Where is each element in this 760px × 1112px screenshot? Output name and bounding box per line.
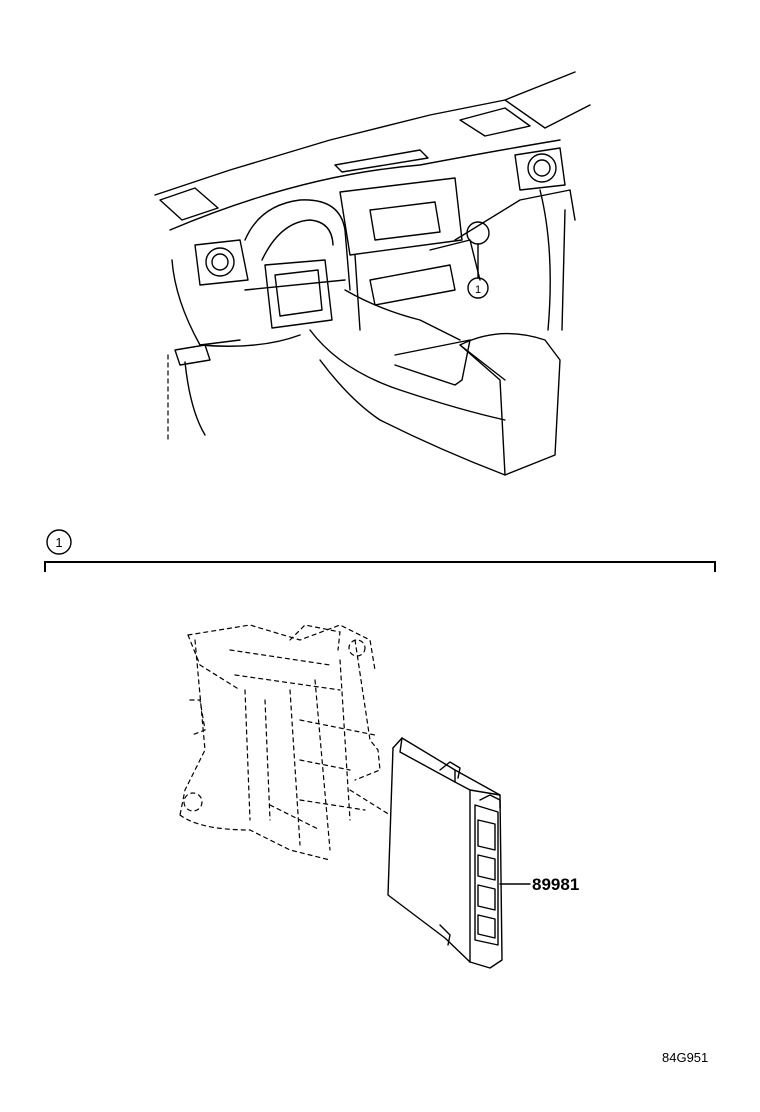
mounting-bracket [179,624,381,861]
part-number-label: 89981 [532,875,579,894]
detail-callout-marker [46,529,72,555]
dashboard-callout-marker [467,277,489,299]
part-callout-89981: 89981 [499,875,579,894]
ecu-module [349,737,503,969]
dashboard-callout: 1 [466,221,490,299]
detail-section-header: 1 [44,529,716,572]
dashboard-illustration [154,71,591,476]
detail-callout-number: 1 [55,535,62,550]
diagram-code: 84G951 [662,1050,708,1065]
detail-bracket [44,561,716,572]
dashboard-callout-number: 1 [475,284,481,296]
